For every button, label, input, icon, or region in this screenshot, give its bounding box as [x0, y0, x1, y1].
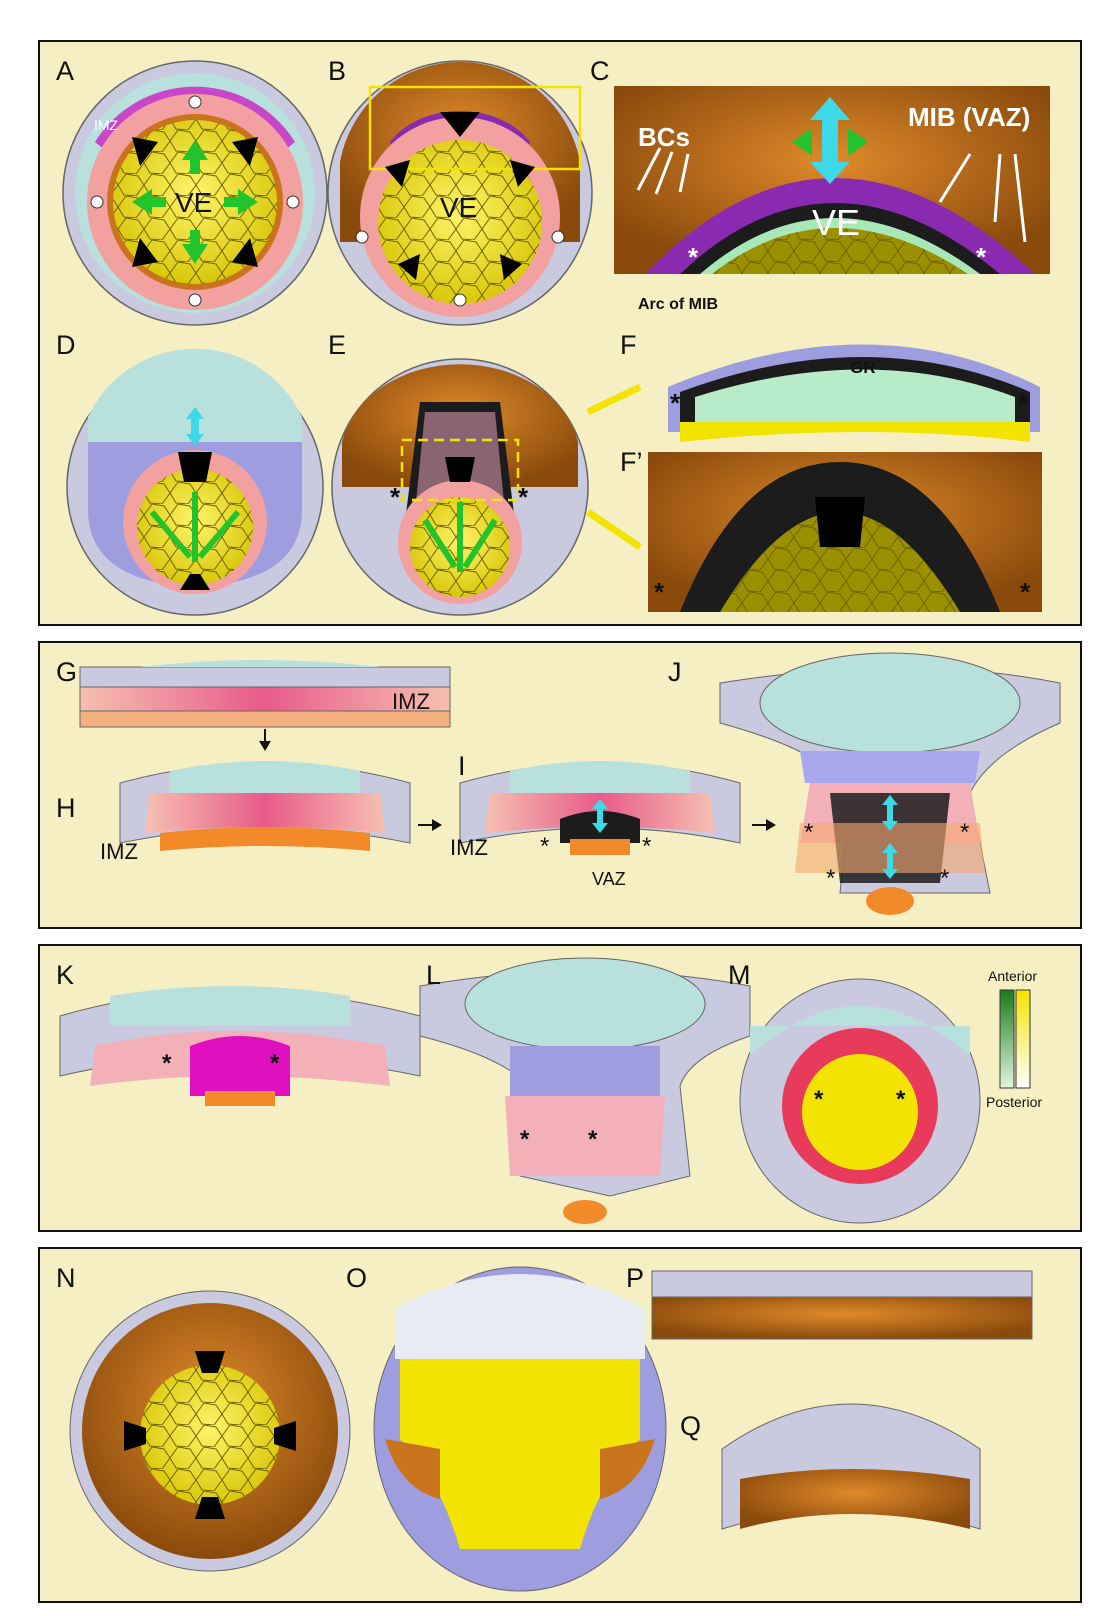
- asterisk-m-right: *: [896, 1086, 905, 1114]
- panel-k-m-drawing: [40, 946, 1084, 1234]
- panel-letter-c: C: [590, 56, 610, 87]
- label-imz-i: IMZ: [450, 835, 488, 861]
- panel-letter-p: P: [626, 1263, 644, 1294]
- diagram-d: [67, 349, 323, 615]
- label-ve-a: VE: [175, 187, 212, 219]
- legend-anterior: Anterior: [988, 968, 1037, 984]
- asterisk-j-4: *: [940, 865, 949, 893]
- panel-letter-q: Q: [680, 1411, 701, 1442]
- panel-n-q-drawing: [40, 1249, 1084, 1605]
- asterisk-k-right: *: [270, 1050, 279, 1078]
- label-mib-vaz: MIB (VAZ): [908, 102, 1030, 133]
- panel-letter-k: K: [56, 960, 74, 991]
- diagram-h: [120, 761, 410, 851]
- asterisk-l-left: *: [520, 1126, 529, 1154]
- panel-letter-h: H: [56, 793, 76, 824]
- arrow-right-icon: [766, 819, 776, 831]
- label-vaz: VAZ: [592, 869, 626, 890]
- panel-letter-d: D: [56, 330, 76, 361]
- arrow-down-icon: [259, 741, 271, 751]
- diagram-i: [460, 761, 740, 855]
- black-arrow-icon: [815, 497, 865, 547]
- yellow-arrow-icon: [588, 387, 640, 412]
- diagram-q: [722, 1404, 980, 1529]
- asterisk-l-right: *: [588, 1126, 597, 1154]
- asterisk-j-1: *: [804, 819, 813, 847]
- black-arrow-icon: [445, 457, 475, 482]
- asterisk-c-right: *: [976, 242, 986, 273]
- diagram-p: [652, 1271, 1032, 1339]
- panel-group-n-q: N O P Q: [38, 1247, 1082, 1603]
- diagram-e: [332, 359, 640, 615]
- diagram-o: [374, 1267, 666, 1591]
- label-imz-h: IMZ: [100, 839, 138, 865]
- asterisk-i-left: *: [540, 833, 549, 861]
- arrow-right-icon: [432, 819, 442, 831]
- panel-letter-f: F: [620, 330, 637, 361]
- diagram-f-prime: [648, 452, 1042, 612]
- asterisk-f-left: *: [670, 388, 680, 419]
- panel-letter-f-prime: F’: [620, 447, 643, 478]
- asterisk-fp-left: *: [654, 577, 664, 608]
- label-arc-of-mib: Arc of MIB: [638, 296, 718, 314]
- panel-letter-b: B: [328, 56, 346, 87]
- panel-letter-a: A: [56, 56, 74, 87]
- panel-letter-m: M: [728, 960, 751, 991]
- asterisk-j-2: *: [960, 819, 969, 847]
- panel-group-a-f: A B C D E F F’ VE IMZ VE BCs MIB (VAZ) V…: [38, 40, 1082, 626]
- panel-letter-n: N: [56, 1263, 76, 1294]
- asterisk-e-left: *: [390, 482, 400, 513]
- asterisk-m-left: *: [814, 1086, 823, 1114]
- panel-letter-e: E: [328, 330, 346, 361]
- label-ve-c: VE: [812, 202, 860, 244]
- panel-group-g-j: G H I J IMZ IMZ IMZ VAZ * * * * * *: [38, 641, 1082, 929]
- panel-letter-j: J: [668, 657, 682, 688]
- black-arrow-icon: [178, 452, 212, 482]
- diagram-j: [720, 653, 1060, 915]
- panel-letter-i: I: [458, 751, 466, 782]
- diagram-k: [60, 986, 420, 1106]
- panel-letter-o: O: [346, 1263, 367, 1294]
- diagram-n: [70, 1291, 350, 1571]
- label-ve-b: VE: [440, 192, 477, 224]
- label-imz-g: IMZ: [392, 689, 430, 715]
- panel-letter-g: G: [56, 657, 77, 688]
- panel-group-k-m: K L M * * * * * * Anterior Posterior: [38, 944, 1082, 1232]
- label-bcs: BCs: [638, 122, 690, 153]
- panel-letter-l: L: [426, 960, 441, 991]
- legend-posterior: Posterior: [986, 1094, 1042, 1110]
- yellow-arrow-icon: [588, 512, 640, 547]
- asterisk-c-left: *: [688, 242, 698, 273]
- asterisk-k-left: *: [162, 1050, 171, 1078]
- label-gr: GR: [850, 358, 876, 378]
- asterisk-fp-right: *: [1020, 577, 1030, 608]
- asterisk-j-3: *: [826, 865, 835, 893]
- asterisk-i-right: *: [642, 833, 651, 861]
- asterisk-f-right: *: [1018, 388, 1028, 419]
- diagram-l: [420, 958, 750, 1224]
- panel-g-j-drawing: [40, 643, 1084, 931]
- label-imz-a: IMZ: [94, 117, 118, 133]
- asterisk-e-right: *: [518, 482, 528, 513]
